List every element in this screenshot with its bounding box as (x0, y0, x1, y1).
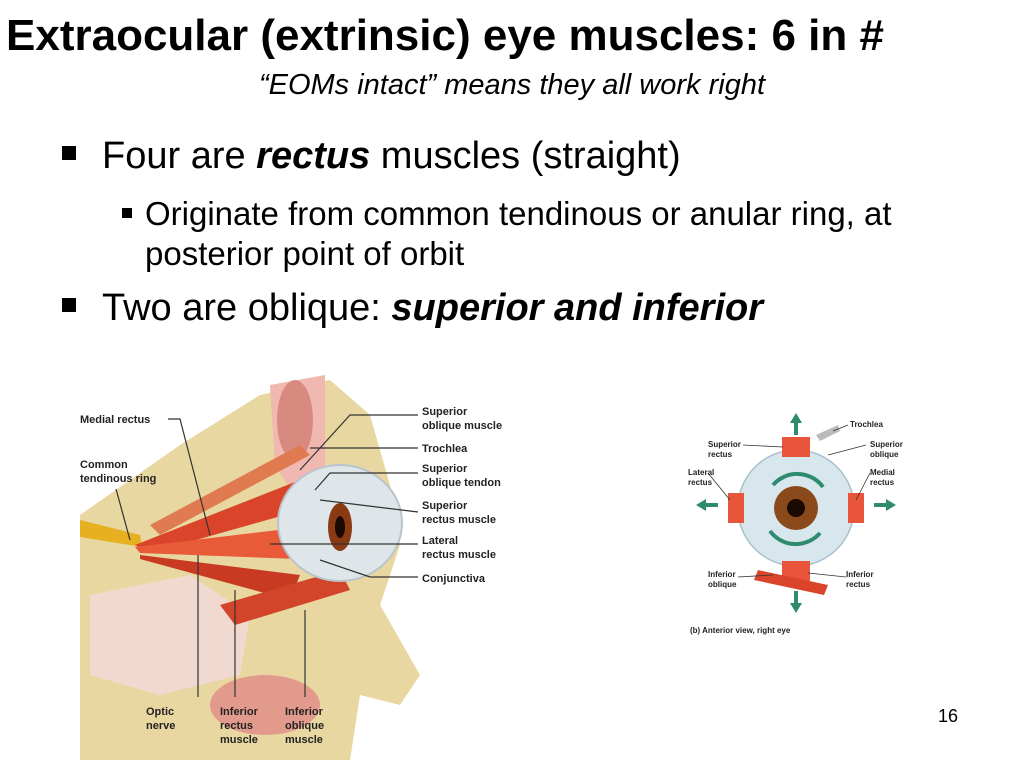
label-inferior-oblique: Inferior (285, 706, 324, 718)
sub-bullet-origin: Originate from common tendinous or anula… (122, 194, 925, 274)
trochlea-front (816, 425, 840, 441)
label-lateral-rectus: Lateral (422, 535, 458, 547)
label-common-ring: tendinous ring (80, 473, 156, 485)
inferior-rectus-shape (140, 555, 300, 600)
label-common-ring: Common (80, 459, 128, 471)
bullet-emphasis: rectus (256, 135, 371, 177)
bullet-square-icon (62, 298, 76, 312)
label-trochlea: Trochlea (422, 443, 468, 455)
label-superior-rectus-front: rectus (708, 450, 733, 459)
label-lateral-rectus-front: Lateral (688, 468, 714, 477)
label-lateral-rectus-front: rectus (688, 478, 713, 487)
label-optic-nerve: Optic (146, 706, 174, 718)
sub-bullet-text: Originate from common tendinous or anula… (145, 195, 892, 272)
bullet-emphasis: superior and inferior (391, 287, 764, 329)
label-inferior-rectus-front: Inferior (846, 570, 874, 579)
arrow-down-icon (790, 591, 802, 613)
bullet-square-icon (122, 208, 132, 218)
label-superior-oblique-front: Superior (870, 440, 903, 449)
leader-lines-front (707, 424, 871, 578)
label-conjunctiva: Conjunctiva (422, 573, 486, 585)
label-inferior-rectus: muscle (220, 734, 258, 746)
superior-rectus-front (782, 437, 810, 457)
optic-nerve-shape (80, 520, 142, 547)
label-superior-oblique-muscle: Superior (422, 406, 468, 418)
inferior-rectus-front (782, 561, 810, 581)
lateral-eye-muscle-diagram: Medial rectus Common tendinous ring Supe… (80, 375, 502, 760)
inferior-oblique-front (754, 570, 828, 595)
movement-arrows (696, 413, 896, 613)
bullet-oblique: Two are oblique: superior and inferior (62, 284, 962, 332)
leader-lines (115, 414, 419, 697)
label-inferior-oblique-front: Inferior (708, 570, 736, 579)
medial-rectus-front (848, 493, 864, 523)
label-superior-oblique-tendon: Superior (422, 463, 468, 475)
label-inferior-rectus-front: rectus (846, 580, 871, 589)
label-optic-nerve: nerve (146, 720, 175, 732)
inferior-oblique-shape (220, 570, 350, 625)
bullet-list: Four are rectus muscles (straight) Origi… (62, 132, 962, 332)
bone-lower (90, 575, 250, 695)
maxillary-sinus (210, 675, 320, 735)
page-number: 16 (938, 706, 959, 726)
label-inferior-oblique: muscle (285, 734, 323, 746)
slide-title: Extraocular (extrinsic) eye muscles: 6 i… (6, 11, 884, 60)
label-inferior-oblique-front: oblique (708, 580, 737, 589)
label-superior-rectus: rectus muscle (422, 514, 496, 526)
rotation-arrow-bottom (768, 529, 822, 547)
label-superior-oblique-front: oblique (870, 450, 899, 459)
label-lateral-rectus: rectus muscle (422, 549, 496, 561)
label-inferior-oblique: oblique (285, 720, 324, 732)
label-superior-oblique-tendon: oblique tendon (422, 477, 501, 489)
label-medial-rectus-front: Medial (870, 468, 895, 477)
label-inferior-rectus: rectus (220, 720, 253, 732)
label-superior-oblique-muscle: oblique muscle (422, 420, 502, 432)
bullet-text: Four are (102, 135, 257, 177)
pupil-shape (335, 516, 345, 538)
label-inferior-rectus: Inferior (220, 706, 259, 718)
arrow-left-icon (696, 499, 718, 511)
figure-caption: (b) Anterior view, right eye (690, 626, 791, 635)
arrow-up-icon (790, 413, 802, 435)
label-medial-rectus-front: rectus (870, 478, 895, 487)
superior-oblique-shape (150, 445, 310, 535)
bullet-text: muscles (straight) (370, 135, 681, 177)
label-superior-rectus-front: Superior (708, 440, 741, 449)
label-medial-rectus: Medial rectus (80, 414, 150, 426)
superior-rectus-shape (135, 480, 320, 553)
slide-subtitle: “EOMs intact” means they all work right (258, 69, 766, 101)
label-trochlea-front: Trochlea (850, 420, 883, 429)
rotation-arrow-top (771, 471, 825, 489)
arrow-right-icon (874, 499, 896, 511)
bullet-square-icon (62, 146, 76, 160)
label-superior-rectus: Superior (422, 500, 468, 512)
sinus-shape (277, 380, 313, 460)
anterior-eye-diagram: Trochlea Superior rectus Superior obliqu… (688, 413, 903, 635)
lateral-rectus-shape (135, 525, 325, 560)
pupil-front-shape (787, 499, 805, 517)
lateral-rectus-front (728, 493, 744, 523)
bullet-rectus: Four are rectus muscles (straight) (62, 132, 962, 180)
bullet-text: Two are oblique: (102, 287, 392, 329)
